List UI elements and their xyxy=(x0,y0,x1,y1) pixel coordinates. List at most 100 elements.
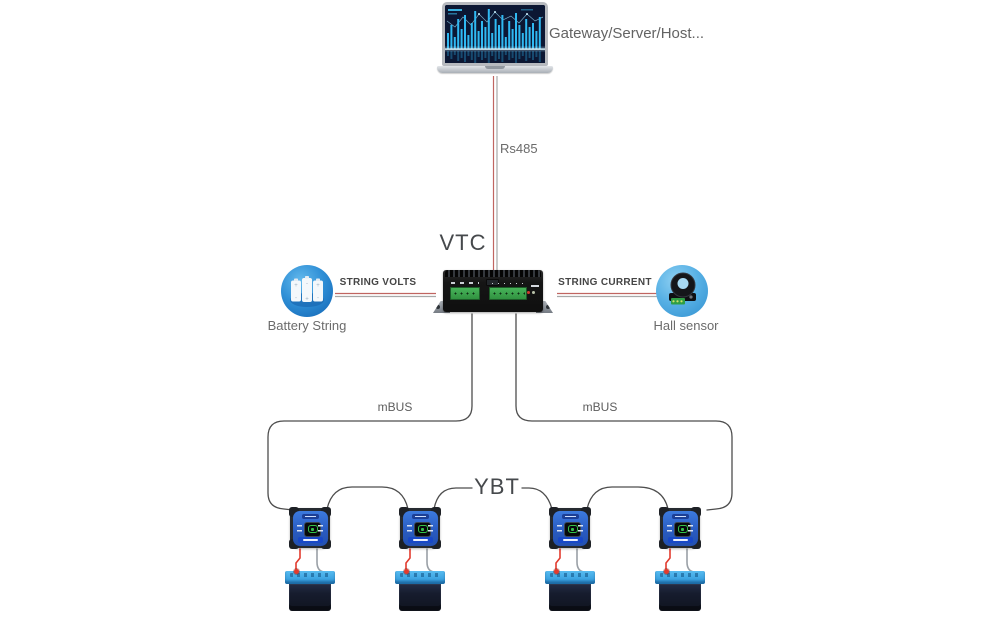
battery-1 xyxy=(285,569,335,611)
laptop-base xyxy=(437,66,553,73)
ybt-side-markings xyxy=(428,524,433,534)
svg-text:+: + xyxy=(305,297,309,303)
chain-link-3-4 xyxy=(586,486,669,510)
ybt-corner-bumper xyxy=(659,507,669,517)
hall-sensor-node xyxy=(656,265,708,317)
ybt-logo-band xyxy=(297,536,323,543)
gateway-label: Gateway/Server/Host... xyxy=(549,25,705,42)
vtc-top-marking xyxy=(531,285,539,287)
vtc-device xyxy=(433,270,553,314)
ybt-model-text-mark xyxy=(304,515,316,518)
chain-link-ybt-3 xyxy=(521,487,553,510)
vtc-terminal-block-right xyxy=(489,287,527,300)
mbus-daisy-chain xyxy=(267,313,733,511)
ybt-title: YBT xyxy=(474,474,520,499)
string-volts-label: STRING VOLTS xyxy=(339,277,417,288)
vtc-led-green xyxy=(532,291,535,294)
svg-text:+: + xyxy=(294,283,298,289)
hall-sensor-label: Hall sensor xyxy=(653,318,719,333)
vtc-body xyxy=(443,270,543,312)
svg-text:-: - xyxy=(306,281,308,287)
ybt-status-glyph-icon xyxy=(677,525,688,533)
rs485-label: Rs485 xyxy=(500,141,538,156)
vtc-terminal-block-left xyxy=(450,287,480,300)
vtc-led-red xyxy=(527,291,530,294)
stock-chart-icon xyxy=(445,5,545,63)
battery-body xyxy=(549,584,591,611)
battery-wire-gray xyxy=(576,548,592,574)
mbus-left-label: mBUS xyxy=(377,400,413,414)
battery-wire-red xyxy=(665,548,671,574)
ybt-logo-band xyxy=(557,536,583,543)
ybt-corner-bumper xyxy=(659,539,669,549)
battery-body xyxy=(399,584,441,611)
battery-lid xyxy=(545,569,595,584)
ybt-status-glyph-icon xyxy=(417,525,428,533)
red-bus-lines xyxy=(335,76,657,295)
gateway-laptop xyxy=(437,2,553,73)
ybt-corner-bumper xyxy=(549,539,559,549)
svg-text:+: + xyxy=(316,283,320,289)
vtc-silkscreen-text xyxy=(451,282,479,284)
ybt-corner-bumper xyxy=(289,539,299,549)
laptop-screen-icon xyxy=(442,2,548,66)
ybt-model-band xyxy=(561,514,579,519)
ybt-side-markings xyxy=(667,524,672,534)
ybt-corner-bumper xyxy=(431,507,441,517)
ybt-status-glyph-icon xyxy=(567,525,578,533)
ybt-face xyxy=(292,510,328,546)
ybt-side-markings xyxy=(688,524,693,534)
ybt-status-glyph-icon xyxy=(307,525,318,533)
screw-hole-icon xyxy=(546,305,550,309)
laptop-camera-dot xyxy=(494,3,496,5)
mbus-right-label: mBUS xyxy=(582,400,618,414)
battery-wire-gray xyxy=(686,548,702,574)
ybt-screen xyxy=(674,521,691,537)
battery-wire-red xyxy=(555,548,561,574)
svg-text:-: - xyxy=(317,296,319,302)
ybt-side-markings xyxy=(578,524,583,534)
ybt-logo-mark xyxy=(562,538,578,541)
ybt-logo-mark xyxy=(412,538,428,541)
battery-body xyxy=(659,584,701,611)
ybt-logo-mark xyxy=(302,538,318,541)
battery-lid xyxy=(285,569,335,584)
string-current-label: STRING CURRENT xyxy=(558,277,652,288)
battery-4 xyxy=(655,569,705,611)
ybt-side-markings xyxy=(297,524,302,534)
chain-link-2-ybt xyxy=(433,487,473,510)
ybt-model-text-mark xyxy=(674,515,686,518)
battery-lid xyxy=(395,569,445,584)
ybt-device-3 xyxy=(549,507,591,549)
laptop-notch xyxy=(485,66,505,69)
svg-text:-: - xyxy=(295,296,297,302)
ybt-face xyxy=(402,510,438,546)
ybt-model-text-mark xyxy=(564,515,576,518)
ybt-corner-bumper xyxy=(691,539,701,549)
ybt-device-2 xyxy=(399,507,441,549)
ybt-corner-bumper xyxy=(289,507,299,517)
battery-wire-gray xyxy=(316,548,332,574)
ybt-face xyxy=(552,510,588,546)
ybt-logo-mark xyxy=(672,538,688,541)
battery-2 xyxy=(395,569,445,611)
ybt-corner-bumper xyxy=(691,507,701,517)
ybt-model-band xyxy=(301,514,319,519)
ybt-logo-band xyxy=(407,536,433,543)
battery-wire-red xyxy=(295,548,301,574)
battery-3 xyxy=(545,569,595,611)
battery-string-label: Battery String xyxy=(267,318,347,333)
ybt-side-markings xyxy=(318,524,323,534)
chain-link-1-2 xyxy=(326,486,409,510)
ybt-corner-bumper xyxy=(399,507,409,517)
battery-wire-red xyxy=(405,548,411,574)
mbus-left-line xyxy=(267,313,473,511)
ybt-device-1 xyxy=(289,507,331,549)
vtc-title: VTC xyxy=(439,230,487,255)
ybt-corner-bumper xyxy=(581,539,591,549)
ybt-logo-band xyxy=(667,536,693,543)
battery-string-node: + - - + + - xyxy=(281,265,333,317)
ybt-side-markings xyxy=(407,524,412,534)
ybt-face xyxy=(662,510,698,546)
screw-hole-icon xyxy=(436,305,440,309)
